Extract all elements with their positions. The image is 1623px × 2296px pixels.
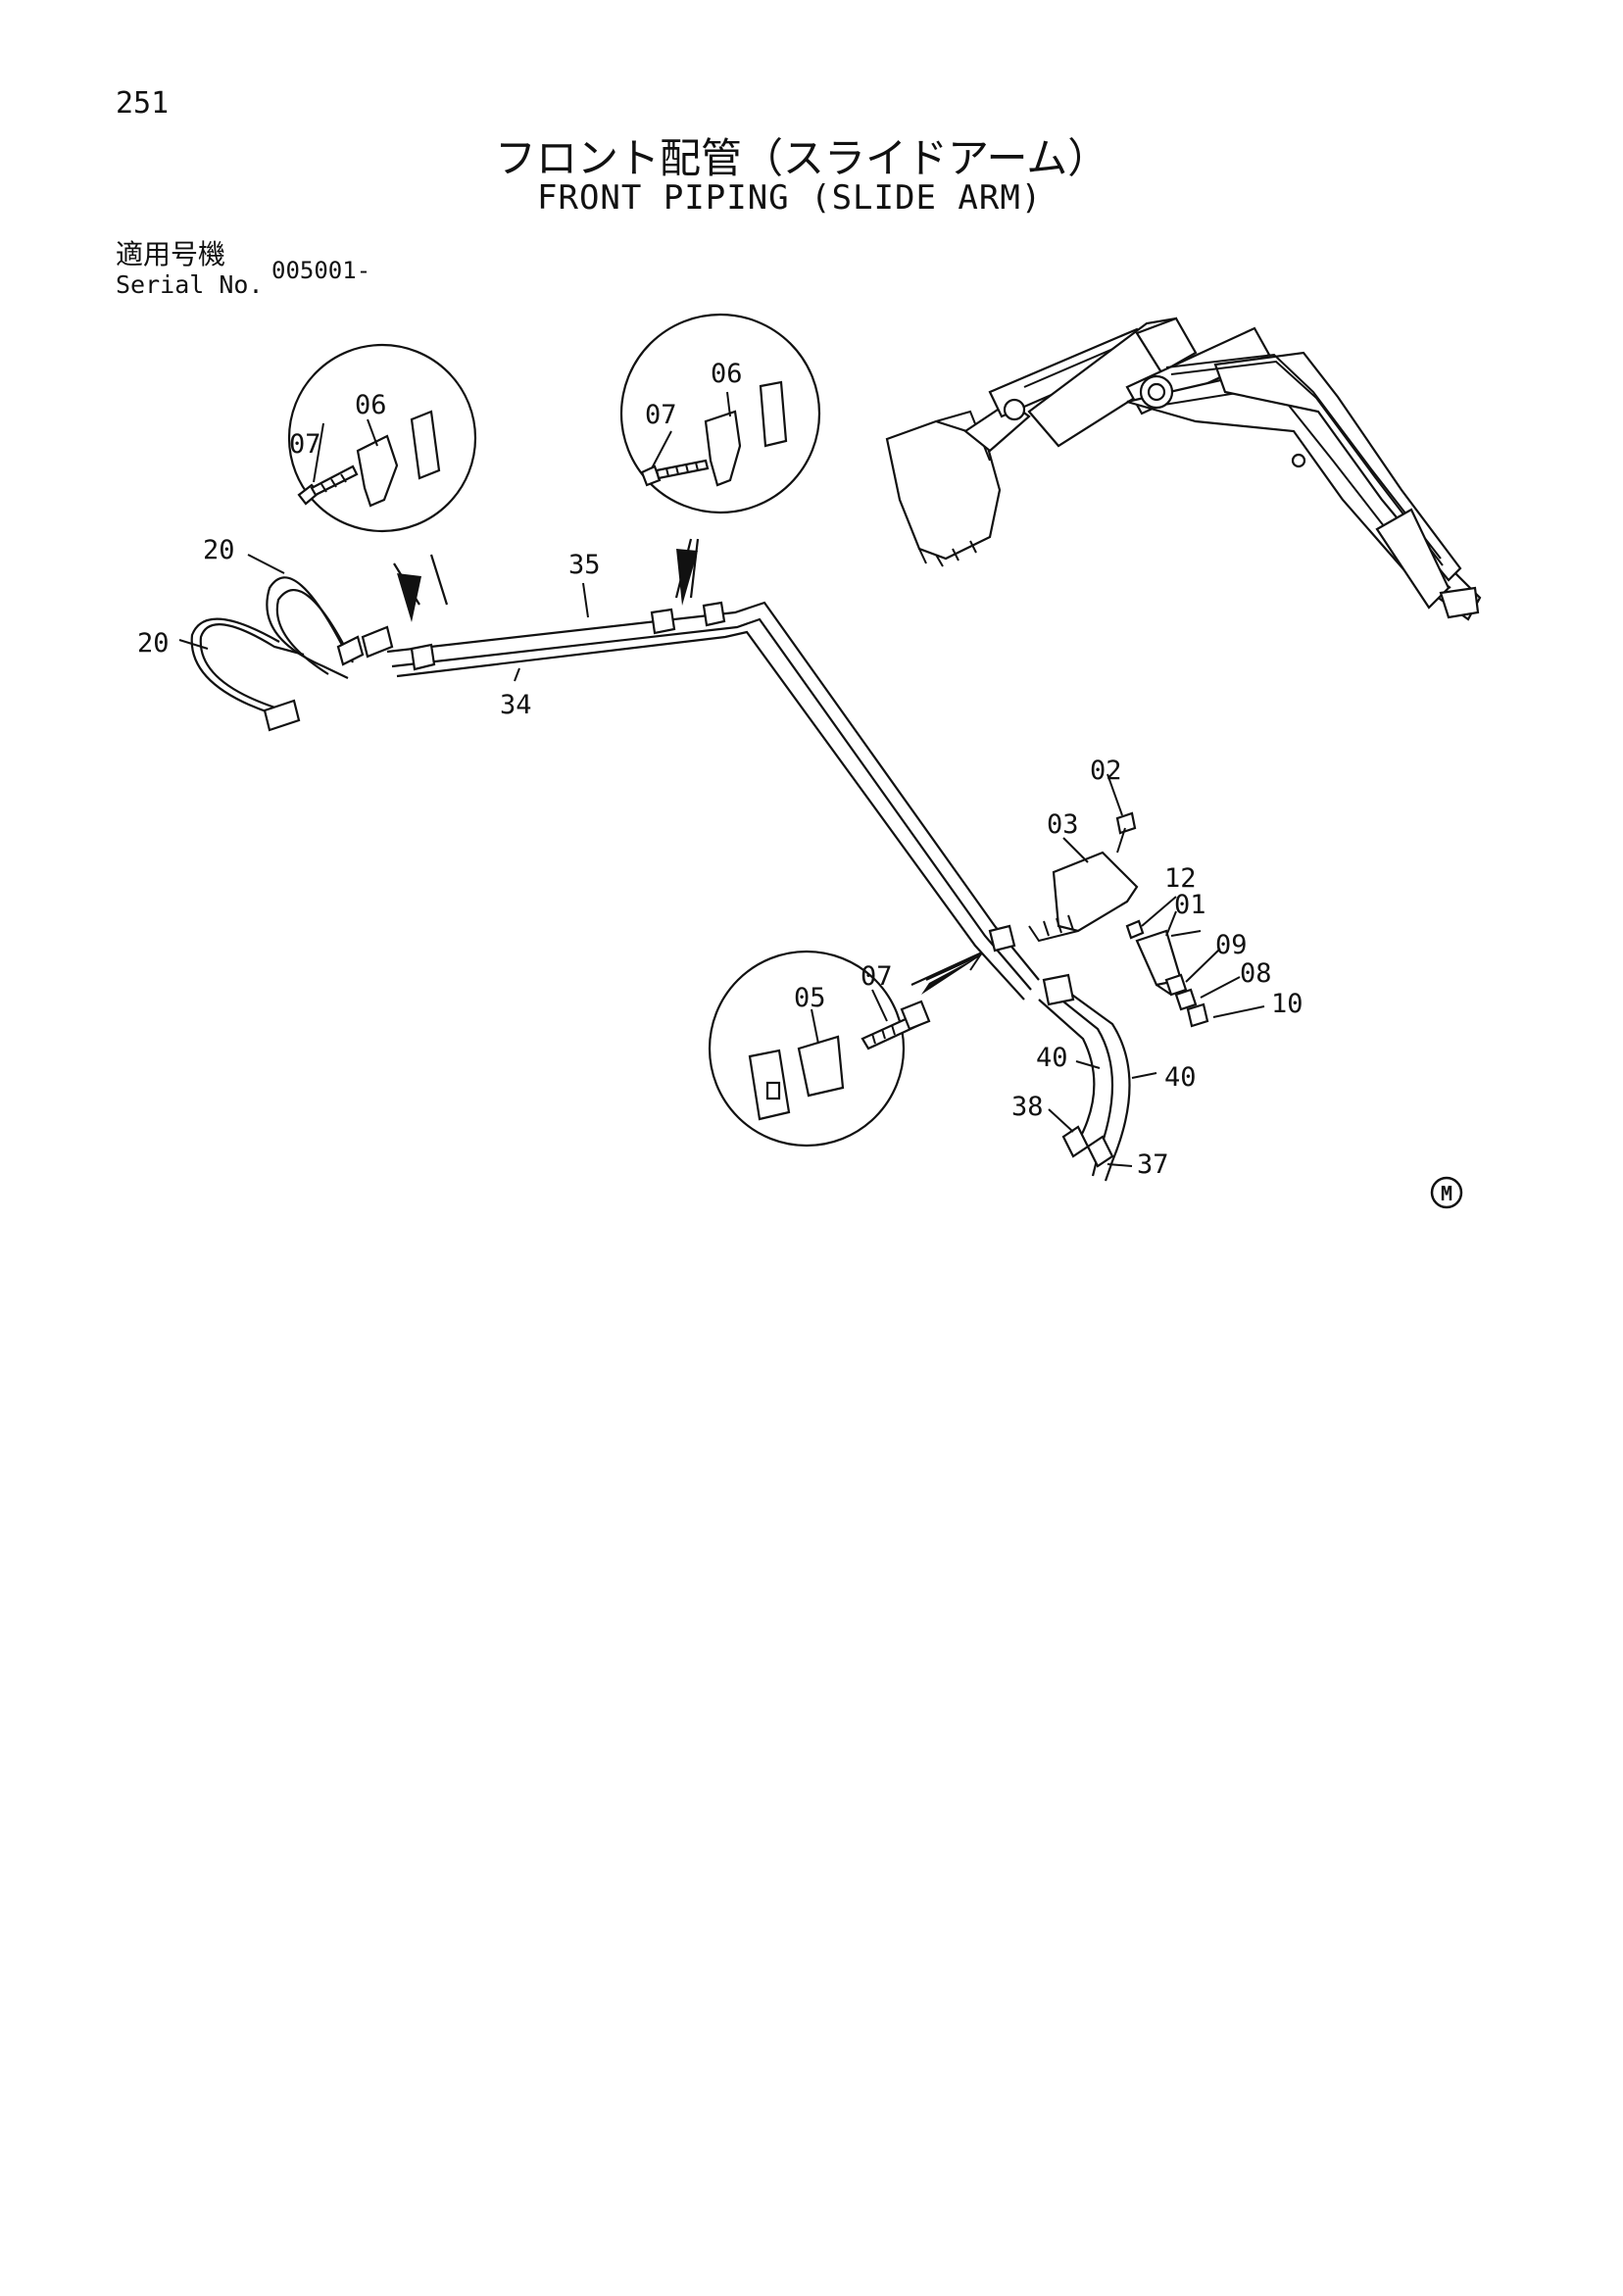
- callout-07b: 07: [645, 400, 677, 430]
- circled-m-mark: M: [1430, 1176, 1463, 1209]
- callout-02: 02: [1090, 756, 1122, 786]
- callout-labels: 06 07 06 07 05 07 20 20 35 34 02 03 12 0…: [137, 359, 1303, 1180]
- detail-pointer-arrows: [397, 549, 984, 995]
- serial-label-english: Serial No.: [116, 270, 264, 299]
- page-title-english: FRONT PIPING (SLIDE ARM): [537, 178, 1043, 218]
- leader-lines: [178, 391, 1265, 1167]
- callout-40a: 40: [1036, 1043, 1068, 1073]
- detail-circle-clamp-middle: [619, 313, 821, 599]
- page-number: 251: [116, 86, 170, 121]
- callout-20a: 20: [203, 535, 235, 565]
- mark-letter: M: [1441, 1182, 1452, 1205]
- callout-03: 03: [1047, 809, 1079, 840]
- callout-10: 10: [1271, 989, 1303, 1019]
- callout-05: 05: [794, 983, 826, 1013]
- callout-01: 01: [1174, 890, 1206, 920]
- page-title-japanese: フロント配管（スライドアーム）: [495, 134, 1109, 182]
- detail-circle-clamp-lower: [708, 950, 983, 1148]
- callout-06a: 06: [355, 390, 387, 420]
- callout-20b: 20: [137, 628, 170, 659]
- callout-38: 38: [1011, 1092, 1044, 1122]
- serial-number-range: 005001-: [271, 257, 371, 284]
- callout-06b: 06: [711, 359, 743, 389]
- callout-35: 35: [568, 550, 601, 580]
- callout-40b: 40: [1164, 1062, 1197, 1093]
- hose-40: [1038, 973, 1131, 1182]
- callout-08: 08: [1240, 958, 1272, 989]
- excavator-arm-overview: [885, 317, 1482, 621]
- bracket-and-fittings: [1028, 811, 1209, 1028]
- callout-09: 09: [1215, 930, 1248, 960]
- callout-07a: 07: [289, 429, 321, 460]
- pipe-34-35: [386, 601, 1040, 1001]
- callout-07c: 07: [861, 961, 893, 992]
- callout-12: 12: [1164, 863, 1197, 894]
- hose-20: [190, 576, 394, 732]
- callout-34: 34: [500, 690, 532, 720]
- serial-label-japanese: 適用号機: [116, 238, 226, 270]
- detail-circle-clamp-left: [287, 343, 477, 606]
- callout-37: 37: [1137, 1149, 1169, 1180]
